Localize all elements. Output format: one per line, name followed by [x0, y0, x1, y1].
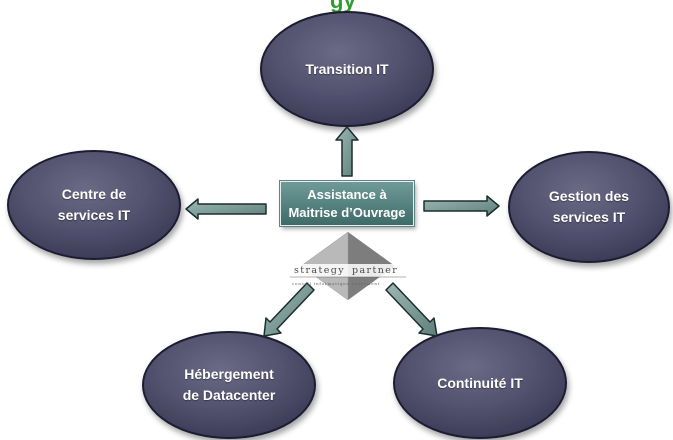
logo-tagline: conseil informatique autrement — [292, 281, 381, 286]
node-ellipse-continuite — [393, 327, 567, 439]
arrow-right — [423, 195, 500, 217]
node-ellipse-transition — [260, 11, 434, 127]
node-label-gestion-services: Gestion des services IT — [548, 188, 630, 225]
node-transition: Transition IT — [261, 44, 433, 94]
logo-word-right: partner — [352, 265, 399, 276]
center-label: Assistance à Maitrise d’Ouvrage — [288, 186, 406, 220]
header-fragment: gy — [330, 0, 356, 13]
arrow-left — [185, 198, 267, 220]
arrow-down-left — [263, 282, 315, 337]
node-centre-services: Centre de services IT — [8, 180, 180, 230]
node-ellipse-gestion-services — [508, 151, 670, 263]
node-label-hebergement: Hébergement de Datacenter — [182, 366, 276, 403]
logo-word-left: strategy — [294, 265, 345, 276]
node-label-transition: Transition IT — [305, 60, 389, 77]
node-ellipse-hebergement — [142, 331, 316, 439]
arrow-up — [335, 126, 359, 177]
node-continuite: Continuité IT — [394, 358, 566, 408]
arrow-down-right — [385, 282, 438, 337]
node-hebergement: Hébergement de Datacenter — [143, 360, 315, 410]
node-label-centre-services: Centre de services IT — [57, 186, 131, 223]
center-box: Assistance à Maitrise d’Ouvrage — [280, 181, 414, 226]
logo-pyramid — [290, 231, 406, 301]
node-ellipse-centre-services — [7, 150, 181, 260]
node-label-continuite: Continuité IT — [437, 374, 523, 391]
node-gestion-services: Gestion des services IT — [509, 182, 669, 232]
